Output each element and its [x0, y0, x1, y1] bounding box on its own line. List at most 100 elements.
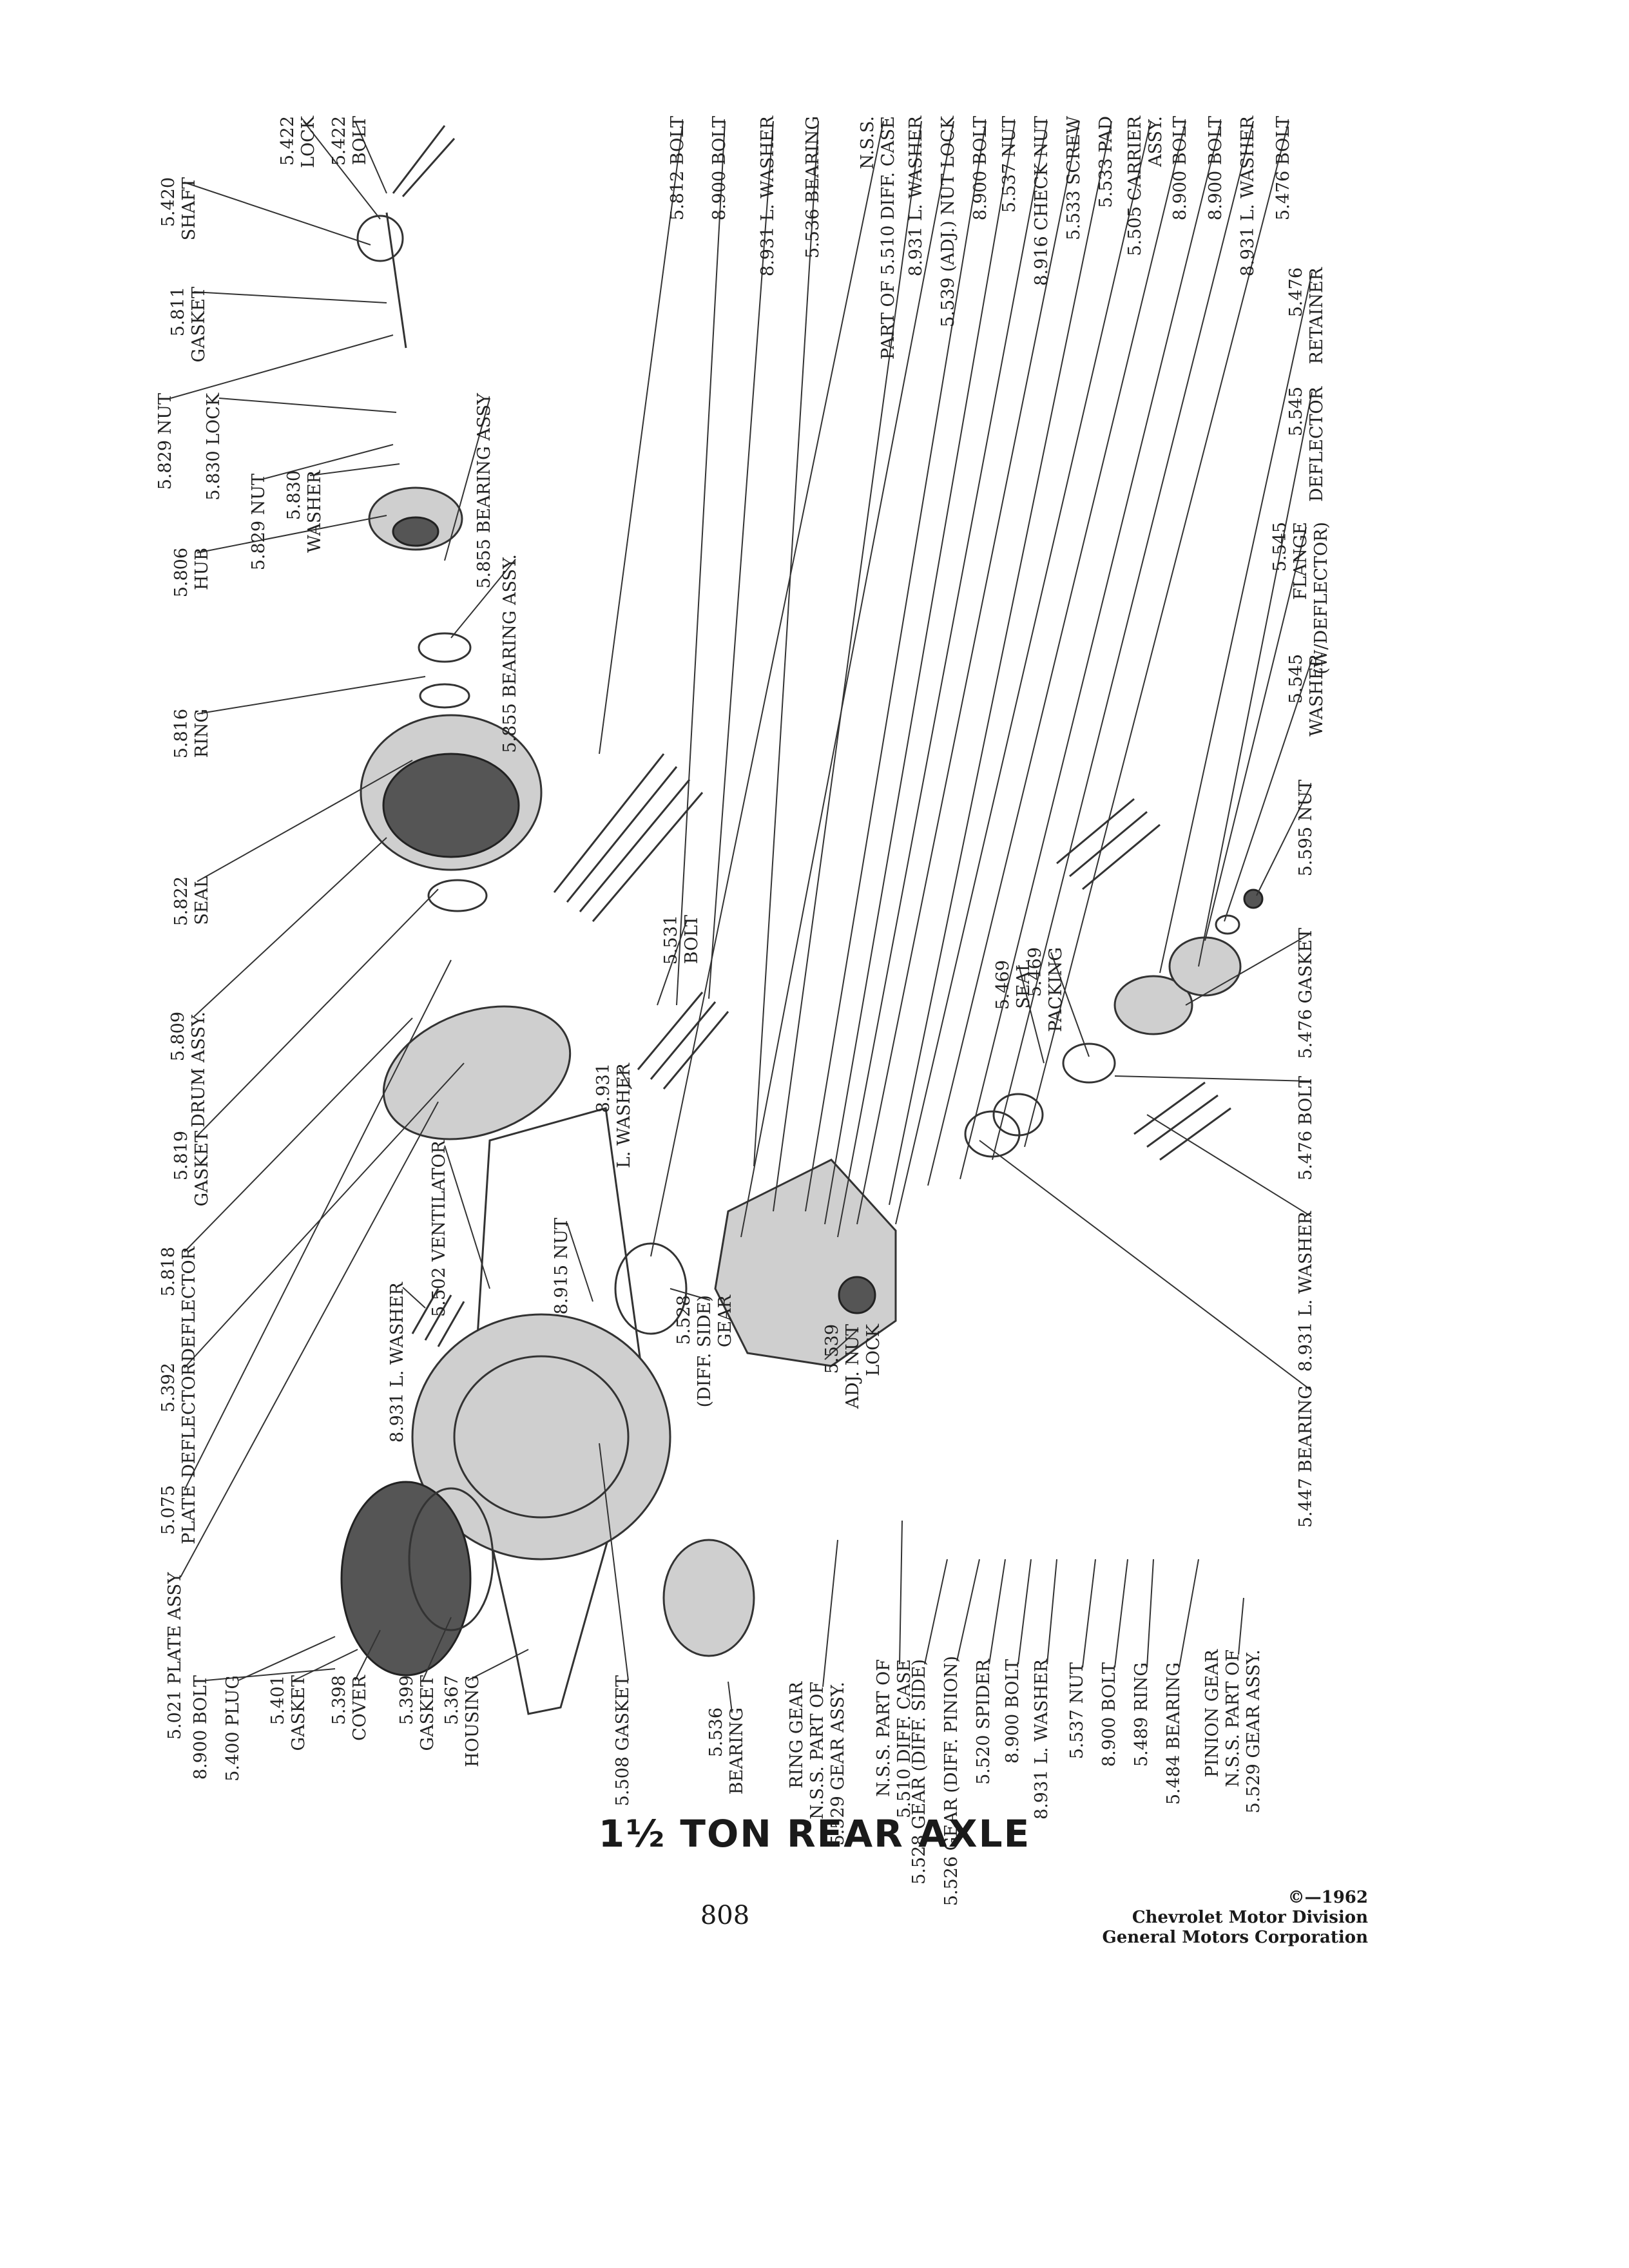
callout-line: N.S.S.: [858, 116, 878, 169]
callout-line: 5.476 BOLT: [1296, 1076, 1316, 1180]
leader-line: [959, 120, 1222, 1180]
callout-bolt-5812: 5.812 BOLT: [668, 116, 688, 220]
callout-shaft-5420: 5.420SHAFT: [159, 177, 199, 240]
leader-line: [184, 182, 371, 245]
callout-line: HOUSING: [463, 1675, 483, 1767]
callout-washer-5545: 5.545WASHER: [1286, 653, 1327, 736]
callout-seal-5822: 5.822SEAL: [171, 876, 212, 926]
callout-bolt-8900b: 8.900 BOLT: [1003, 1659, 1023, 1763]
leader-line: [773, 120, 922, 1212]
callout-carrier-5505: 5.505 CARRIERASSY.: [1125, 115, 1166, 256]
leader-line: [1024, 120, 1289, 1148]
leader-line: [1185, 932, 1312, 1006]
callout-line: 5.420: [159, 177, 178, 227]
callout-line: 5.536 BEARING: [803, 116, 823, 258]
callout-line: GASKET: [189, 287, 209, 362]
bearing-retainer-drawing: [1113, 975, 1193, 1035]
callout-text: 5.422BOLT: [329, 116, 370, 166]
callout-line: 5.855 BEARING ASSY: [474, 392, 494, 589]
callout-nss-diff-case-a: N.S.S. PART OF5.510 DIFF. CASE: [874, 1659, 914, 1818]
callout-line: 5.533 PAD: [1096, 116, 1116, 208]
callout-line: WASHER: [1307, 653, 1327, 736]
callout-text: 8.900 BOLT: [709, 116, 729, 220]
callout-line: 8.900 BOLT: [1003, 1659, 1023, 1763]
callout-text: 5.401GASKET: [268, 1675, 309, 1751]
leader-line: [927, 120, 1186, 1186]
callout-bearing-5484: 5.484 BEARING: [1164, 1662, 1184, 1805]
callout-line: 8.900 BOLT: [709, 116, 729, 220]
callout-text: 8.931L. WASHER: [593, 1062, 634, 1168]
callout-text: 8.900 BOLT: [1206, 116, 1226, 220]
callout-plate-5075: 5.075PLATE: [159, 1485, 199, 1544]
callout-nut-5595: 5.595 NUT: [1296, 780, 1316, 876]
callout-line: (DIFF. SIDE): [695, 1295, 715, 1407]
callout-plug-5400: 5.400 PLUG: [223, 1675, 243, 1782]
callout-text: 5.822SEAL: [171, 876, 212, 926]
callout-text: 5.855 BEARING ASSY.: [500, 554, 520, 753]
callout-text: 5.489 RING: [1132, 1662, 1152, 1767]
callout-text: 5.508 GASKET: [613, 1675, 633, 1806]
leader-line: [824, 120, 1016, 1225]
callout-adj-nut-lock-5539: 5.539ADJ. NUTLOCK: [822, 1323, 883, 1409]
callout-text: 5.505 CARRIERASSY.: [1125, 115, 1166, 256]
copyright-line: ©—1962: [1287, 1888, 1368, 1907]
callout-line: SEAL: [192, 876, 212, 925]
callout-line: 5.595 NUT: [1296, 780, 1316, 876]
callout-bearing-5855b: 5.855 BEARING ASSY.: [500, 554, 520, 753]
leader-line: [1179, 1559, 1199, 1668]
callout-line: 8.916 CHECK NUT: [1032, 116, 1052, 286]
callout-line: 8.915 NUT: [552, 1218, 572, 1314]
callout-washer-5830: 5.830WASHER: [284, 470, 325, 553]
callout-text: 8.931 L. WASHER: [1238, 115, 1258, 276]
leader-line: [924, 1559, 948, 1665]
bearing-drawing: [418, 632, 472, 663]
leader-line: [979, 1140, 1312, 1391]
callout-text: 8.900 BOLT: [1003, 1659, 1023, 1763]
callout-line: 5.476 GASKET: [1296, 928, 1316, 1059]
callout-line: 5.829 NUT: [155, 393, 175, 490]
leader-line: [889, 120, 1112, 1206]
callout-text: 5.595 NUT: [1296, 780, 1316, 876]
callout-line: 5.822: [171, 876, 191, 926]
bolt-set-drawing: [411, 1288, 465, 1347]
callout-line: 5.520 SPIDER: [974, 1658, 994, 1785]
callout-line: PLATE: [179, 1485, 199, 1544]
leader-line: [180, 1101, 439, 1578]
bolt-set-drawing: [637, 992, 729, 1090]
leader-line: [467, 1649, 529, 1681]
callout-lock-5422: 5.422LOCK: [278, 115, 318, 168]
callout-deflector-5392: 5.392DEFLECTOR: [159, 1362, 199, 1478]
callout-line: FLANGE: [1291, 522, 1311, 600]
callout-text: RING GEARN.S.S. PART OF5.529 GEAR ASSY.: [787, 1681, 848, 1845]
callout-line: GASKET: [418, 1675, 438, 1751]
washer-drawing: [1215, 914, 1240, 935]
callout-line: WASHER: [305, 470, 325, 553]
leader-line: [822, 1539, 838, 1687]
callout-bearing-5855a: 5.855 BEARING ASSY: [474, 392, 494, 589]
callout-line: 8.931 L. WASHER: [1296, 1211, 1316, 1372]
callout-gear-5528: 5.528 GEAR (DIFF. SIDE): [909, 1659, 929, 1885]
callout-bearing-5447: 5.447 BEARING: [1296, 1385, 1316, 1528]
callout-line: DEFLECTOR: [179, 1246, 199, 1362]
callout-line: 5.075: [159, 1485, 178, 1535]
callout-text: 8.900 BOLT: [1170, 116, 1190, 220]
callout-line: 5.469: [1025, 947, 1045, 997]
callout-line: PACKING: [1046, 947, 1066, 1032]
callout-text: 5.829 NUT: [155, 393, 175, 490]
callout-line: N.S.S. PART OF: [807, 1682, 827, 1820]
leader-line: [197, 760, 413, 882]
callout-text: N.S.S. PART OF5.510 DIFF. CASE: [874, 1659, 914, 1818]
callout-washer-8931b: 8.931 L. WASHER: [1296, 1211, 1316, 1372]
callout-gasket-5508: 5.508 GASKET: [613, 1675, 633, 1806]
callout-text: 5.526 GEAR (DIFF. PINION): [941, 1656, 961, 1906]
leader-line: [657, 919, 688, 1006]
pinion-gasket-drawing: [1062, 1043, 1116, 1084]
callout-text: 5.447 BEARING: [1296, 1385, 1316, 1528]
leader-line: [184, 1017, 413, 1253]
callout-text: 5.392DEFLECTOR: [159, 1362, 199, 1478]
leader-line: [193, 837, 387, 1017]
callout-line: 5.539 (ADJ.) NUT LOCK: [938, 115, 958, 327]
callout-line: L. WASHER: [614, 1062, 634, 1168]
callout-text: 5.484 BEARING: [1164, 1662, 1184, 1805]
